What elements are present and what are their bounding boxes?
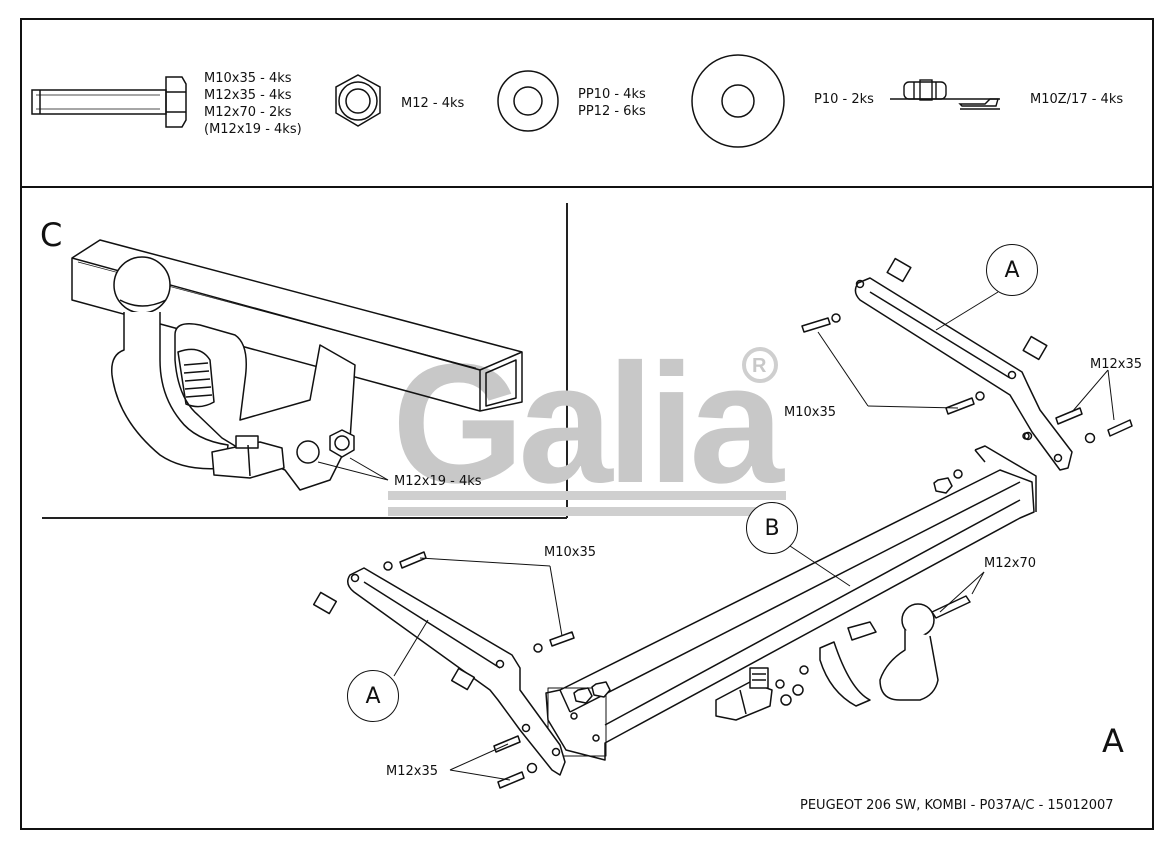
washer-spec-line: PP10 - 4ks xyxy=(578,87,646,102)
washer-spec-list: PP10 - 4ks PP12 - 6ks xyxy=(578,86,646,120)
clip-nut-spec: M10Z/17 - 4ks xyxy=(1030,92,1124,107)
callout-leaders xyxy=(393,291,1115,781)
bolt-spec-line: M12x70 - 2ks xyxy=(204,105,292,120)
washer-icon xyxy=(497,70,559,132)
drawing-footer: PEUGEOT 206 SW, KOMBI - P037A/C - 150120… xyxy=(800,798,1114,813)
drawing-frame xyxy=(20,18,1154,830)
detail-border-horizontal xyxy=(42,517,567,519)
detail-c-drawing xyxy=(71,239,523,491)
plate-spec: P10 - 2ks xyxy=(814,92,874,107)
parts-divider xyxy=(20,186,1154,188)
label-m12x35-right: M12x35 xyxy=(1090,357,1142,372)
main-assembly-drawing xyxy=(312,257,1133,789)
detail-letter: C xyxy=(40,216,63,254)
callout-a-top: A xyxy=(986,244,1038,296)
bolt-spec-line: M12x35 - 4ks xyxy=(204,88,292,103)
detail-bolt-callout: M12x19 - 4ks xyxy=(394,474,482,489)
bolt-spec-list: M10x35 - 4ks M12x35 - 4ks M12x70 - 2ks (… xyxy=(204,70,302,138)
label-m12x70: M12x70 xyxy=(984,556,1036,571)
bolt-spec-line: (M12x19 - 4ks) xyxy=(204,122,302,137)
nut-spec: M12 - 4ks xyxy=(401,96,465,111)
svg-text:Galia: Galia xyxy=(392,329,785,519)
bolt-spec-line: M10x35 - 4ks xyxy=(204,71,292,86)
detail-border-vertical xyxy=(566,203,568,518)
washer-spec-line: PP12 - 6ks xyxy=(578,104,646,119)
registered-mark: R xyxy=(752,355,767,377)
plate-washer-icon xyxy=(691,54,785,148)
callout-a-bottom: A xyxy=(347,670,399,722)
label-m12x35-left: M12x35 xyxy=(386,764,438,779)
callout-b: B xyxy=(746,502,798,554)
clip-nut-icon xyxy=(890,79,1000,110)
hex-nut-icon xyxy=(335,74,381,127)
bolt-icon xyxy=(31,76,187,128)
label-m10x35-right: M10x35 xyxy=(784,405,836,420)
galia-watermark: Galia xyxy=(388,329,791,519)
label-m10x35-left: M10x35 xyxy=(544,545,596,560)
sheet-letter: A xyxy=(1102,722,1124,760)
